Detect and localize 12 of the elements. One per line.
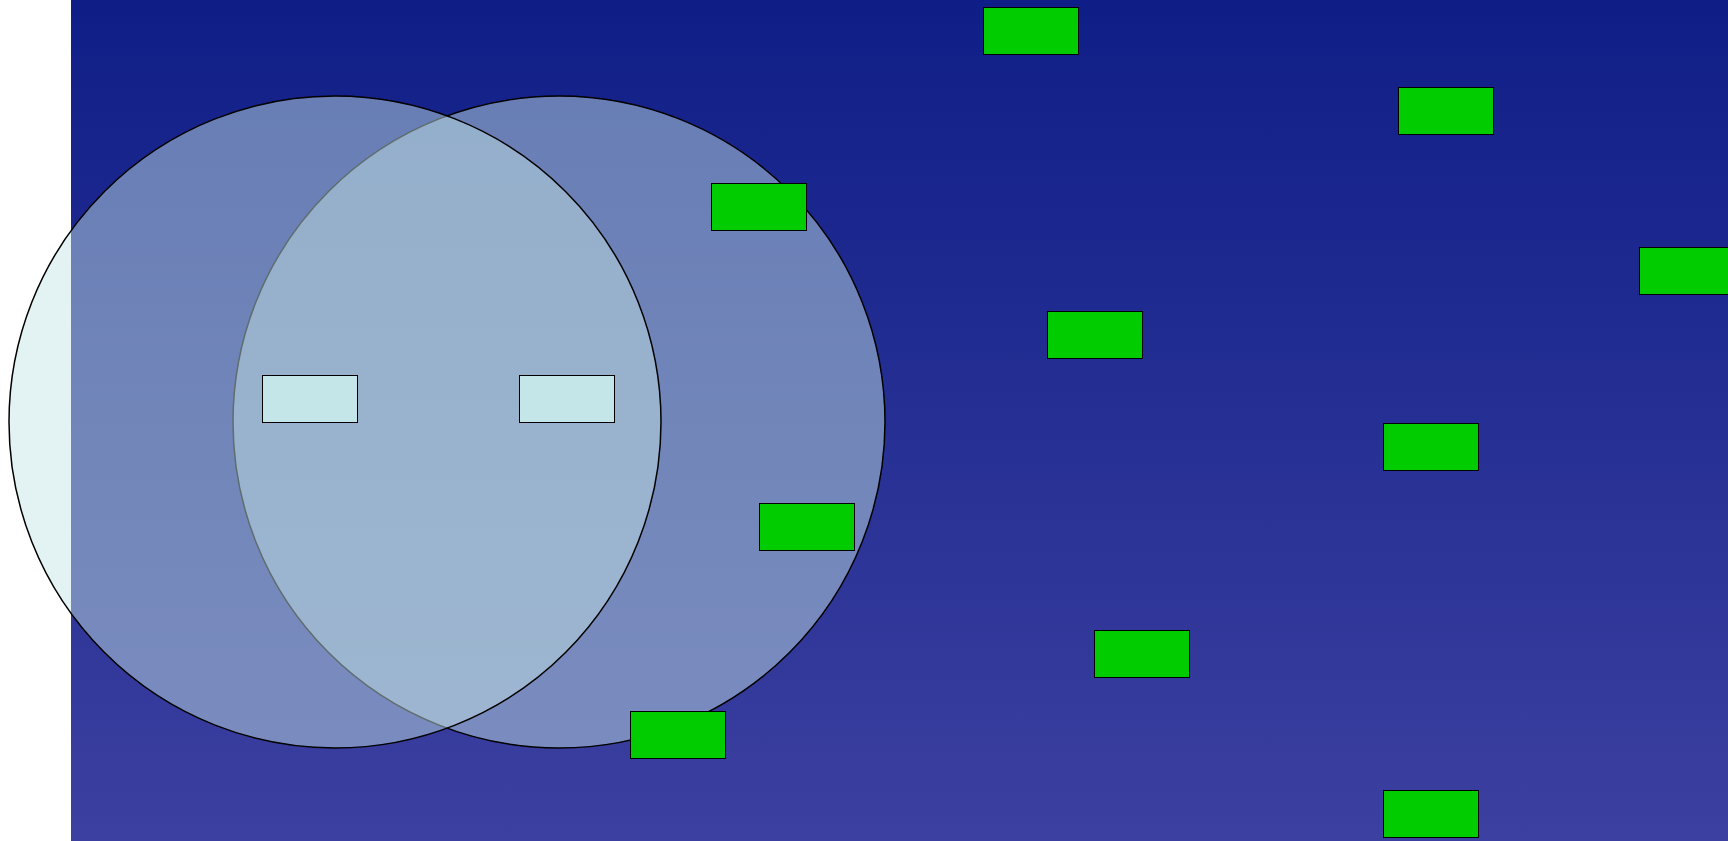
rectangle-box bbox=[519, 374, 616, 423]
rectangle-box bbox=[1638, 246, 1728, 295]
rectangle-box bbox=[1046, 310, 1143, 359]
rectangle-box bbox=[1398, 87, 1495, 136]
rectangle-box bbox=[982, 6, 1079, 55]
rectangle-box bbox=[1094, 630, 1191, 679]
rectangle-box bbox=[759, 502, 856, 551]
rectangle-box bbox=[1383, 423, 1479, 472]
rectangle-box bbox=[1383, 790, 1479, 839]
circle-shape bbox=[8, 95, 662, 749]
rectangle-box bbox=[630, 710, 727, 759]
rectangle-box bbox=[262, 374, 359, 423]
